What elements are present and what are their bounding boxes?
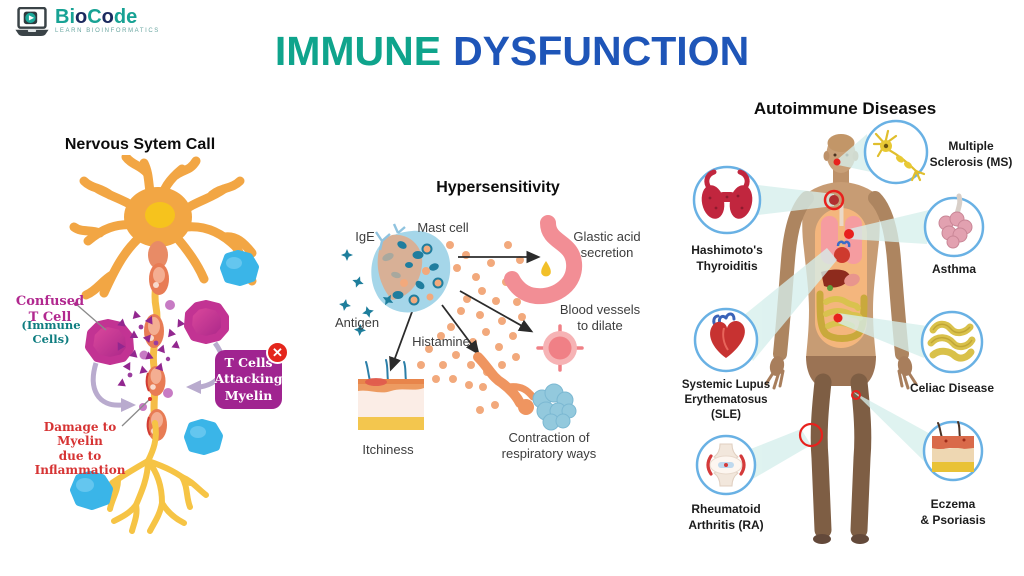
brand-text: BioCode LEARN BIOINFORMATICS — [55, 6, 160, 34]
stomach-icon — [504, 215, 583, 305]
histamine-granules — [417, 241, 526, 414]
disease-site-markers — [798, 158, 861, 448]
mast-cell-label: Mast cell — [417, 220, 469, 235]
gastric-acid-label: Glastic acid secretion — [573, 229, 641, 261]
autoimmune-heading: Autoimmune Diseases — [753, 99, 937, 118]
joint-ra-icon — [695, 434, 757, 496]
disease-circles — [692, 119, 985, 496]
neuron-nucleus — [145, 202, 175, 228]
respiratory-icon — [473, 352, 577, 431]
autoimmune-body-illustration — [692, 119, 985, 544]
skin-itch-icon — [358, 359, 424, 430]
sle-label: Systemic Lupus Erythematosus (SLE) — [681, 379, 771, 421]
mast-cell-icon — [371, 223, 451, 313]
brand-tagline: LEARN BIOINFORMATICS — [55, 28, 160, 34]
title-dysfunction: DYSFUNCTION — [453, 28, 750, 74]
eczema-label: Eczema & Psoriasis — [920, 497, 986, 527]
brand-seg: Bi — [55, 6, 75, 28]
ra-label: Rheumatoid Arthritis (RA) — [688, 502, 764, 532]
heart-sle-icon — [693, 307, 759, 373]
antigen-label: Antigen — [334, 315, 380, 330]
biocode-logo: BioCode LEARN BIOINFORMATICS — [14, 7, 160, 37]
title-immune: IMMUNE — [274, 28, 442, 74]
nervous-section-heading: Nervous Sytem Call — [64, 136, 216, 153]
damage-myelin-label: Damage to Myelin due to Inflammation — [34, 420, 126, 478]
intestine-celiac-icon — [920, 310, 984, 374]
neuron-illustration — [69, 155, 259, 534]
histamine-label: Histamine — [412, 334, 470, 349]
error-x-icon: ✕ — [266, 341, 289, 364]
hypersensitivity-heading: Hypersensitivity — [436, 179, 560, 196]
hypersensitivity-illustration — [338, 215, 584, 431]
blood-vessels-label: Blood vessels to dilate — [559, 302, 641, 334]
callout-beams — [733, 134, 934, 480]
itchiness-label: Itchiness — [362, 442, 414, 457]
blue-cell-highlights — [76, 257, 242, 492]
ige-label: IgE — [355, 229, 375, 244]
confused-t-cells — [85, 300, 229, 365]
pointer-lines — [75, 303, 151, 427]
skin-eczema-icon — [922, 420, 984, 482]
laptop-play-icon — [15, 7, 49, 36]
asthma-label: Asthma — [931, 262, 976, 276]
ige-receptor-icon — [375, 223, 406, 251]
neuron-ms-icon — [863, 119, 929, 185]
ms-label: Multiple Sclerosis (MS) — [929, 139, 1013, 169]
effect-arrows — [389, 250, 541, 372]
confused-t-cell-label: Confused T Cell — [15, 294, 85, 325]
asthma-alveoli-icon — [923, 193, 985, 258]
hashimoto-label: Hashimoto's Thyroiditis — [691, 243, 763, 273]
thyroid-icon — [692, 165, 762, 235]
attack-particles — [114, 309, 186, 387]
respiratory-label: Contraction of respiratory ways — [501, 430, 597, 462]
immune-cells-label: (Immune Cells) — [21, 318, 81, 346]
blood-vessel-icon — [536, 324, 584, 372]
celiac-label: Celiac Disease — [909, 381, 995, 395]
